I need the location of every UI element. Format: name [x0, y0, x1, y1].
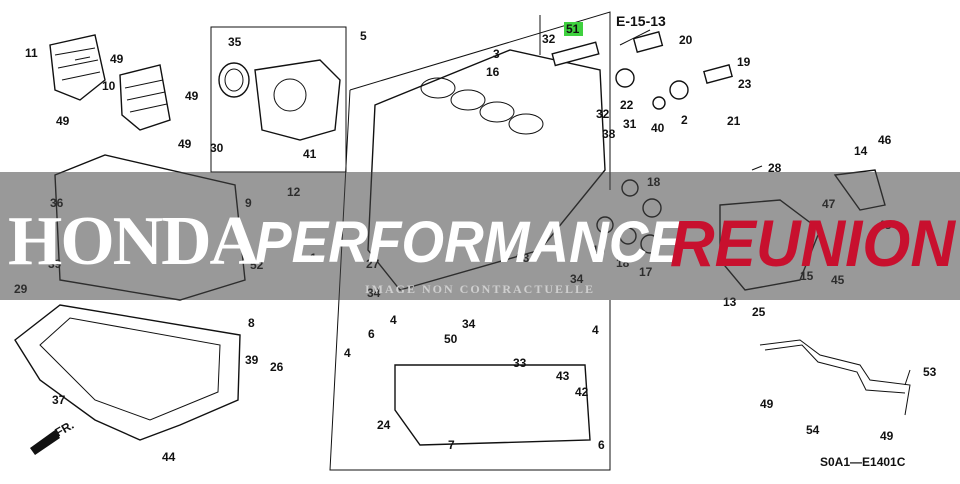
oil-pan-8: [14, 304, 241, 441]
cover-10: [119, 64, 171, 131]
oil-seal-35: [218, 62, 250, 98]
callout-54: 54: [806, 423, 820, 437]
callout-35: 35: [228, 35, 242, 49]
callout-3: 3: [493, 47, 500, 61]
plug-40: [652, 96, 666, 110]
watermark-band: [0, 172, 960, 300]
callout-26: 26: [270, 360, 284, 374]
callout-34: 34: [462, 317, 476, 331]
callout-24: 24: [377, 418, 391, 432]
callout-23: 23: [738, 77, 752, 91]
pipe-53: [759, 339, 911, 416]
ref-arrow: [619, 29, 651, 46]
callout-2: 2: [681, 113, 688, 127]
callout-31: 31: [623, 117, 637, 131]
cover-10-ribs: [124, 79, 168, 113]
callout-39: 39: [245, 353, 259, 367]
callout-46: 46: [878, 133, 892, 147]
callout-42: 42: [575, 385, 589, 399]
callout-4: 4: [390, 313, 397, 327]
leader-53: [904, 369, 911, 386]
callout-32: 32: [542, 32, 556, 46]
sensor-20: [632, 31, 664, 53]
front-arrow-icon: [30, 430, 60, 455]
callout-19: 19: [737, 55, 751, 69]
callout-6: 6: [368, 327, 375, 341]
callout-30: 30: [210, 141, 224, 155]
callout-25: 25: [752, 305, 766, 319]
callout-44: 44: [162, 450, 176, 464]
callout-16: 16: [486, 65, 500, 79]
bore-1: [420, 77, 456, 99]
callout-11: 11: [25, 46, 38, 60]
callout-40: 40: [651, 121, 665, 135]
bore-4: [508, 113, 544, 135]
diagram-code: S0A1—E1401C: [820, 455, 906, 469]
callout-43: 43: [556, 369, 570, 383]
callout-51: 51: [566, 22, 580, 36]
callout-22: 22: [620, 98, 634, 112]
callout-32: 32: [596, 107, 610, 121]
callout-49: 49: [185, 89, 199, 103]
callout-28: 28: [768, 161, 782, 175]
watermark-reunion: REUNION: [670, 206, 956, 280]
housing-bore: [273, 78, 307, 112]
callout-41: 41: [303, 147, 317, 161]
watermark-performance: PERFORMANCE: [255, 210, 687, 275]
oil-seal-inner: [224, 68, 244, 92]
ref-label: E-15-13: [616, 13, 666, 29]
callout-49: 49: [110, 52, 124, 66]
callout-21: 21: [727, 114, 741, 128]
callout-10: 10: [102, 79, 116, 93]
callout-8: 8: [248, 316, 255, 330]
watermark-logo: HONDA PERFORMANCE REUNION: [8, 203, 956, 280]
watermark-subtitle: IMAGE NON CONTRACTUELLE: [364, 282, 596, 296]
sensor-51: [551, 41, 600, 67]
highlight-51: [564, 22, 583, 36]
callout-49: 49: [56, 114, 70, 128]
leader-11: [74, 56, 91, 61]
bearing-cap-7: [394, 364, 591, 446]
callout-4: 4: [344, 346, 351, 360]
plug-22: [615, 68, 635, 88]
callout-37: 37: [52, 393, 66, 407]
pipe-53b: [764, 344, 906, 394]
bore-3: [479, 101, 515, 123]
callout-7: 7: [448, 438, 455, 452]
callout-6: 6: [598, 438, 605, 452]
callout-50: 50: [444, 332, 458, 346]
callout-49: 49: [178, 137, 192, 151]
cover-11-ribs: [54, 47, 101, 81]
cover-11: [49, 34, 106, 101]
callout-14: 14: [854, 144, 868, 158]
callout-53: 53: [923, 365, 937, 379]
frame-block-top: [349, 11, 611, 190]
leader-28: [751, 165, 763, 171]
sensor-23: [703, 63, 733, 85]
callout-38: 38: [602, 127, 616, 141]
plug-2: [669, 80, 689, 100]
callout-49: 49: [880, 429, 894, 443]
oil-pan-inner: [39, 317, 221, 421]
bore-2: [450, 89, 486, 111]
callout-49: 49: [760, 397, 774, 411]
callout-4: 4: [592, 323, 599, 337]
callout-20: 20: [679, 33, 693, 47]
callout-33: 33: [513, 356, 527, 370]
housing-12: [254, 59, 341, 141]
watermark-honda: HONDA: [8, 203, 260, 280]
callout-5: 5: [360, 29, 367, 43]
